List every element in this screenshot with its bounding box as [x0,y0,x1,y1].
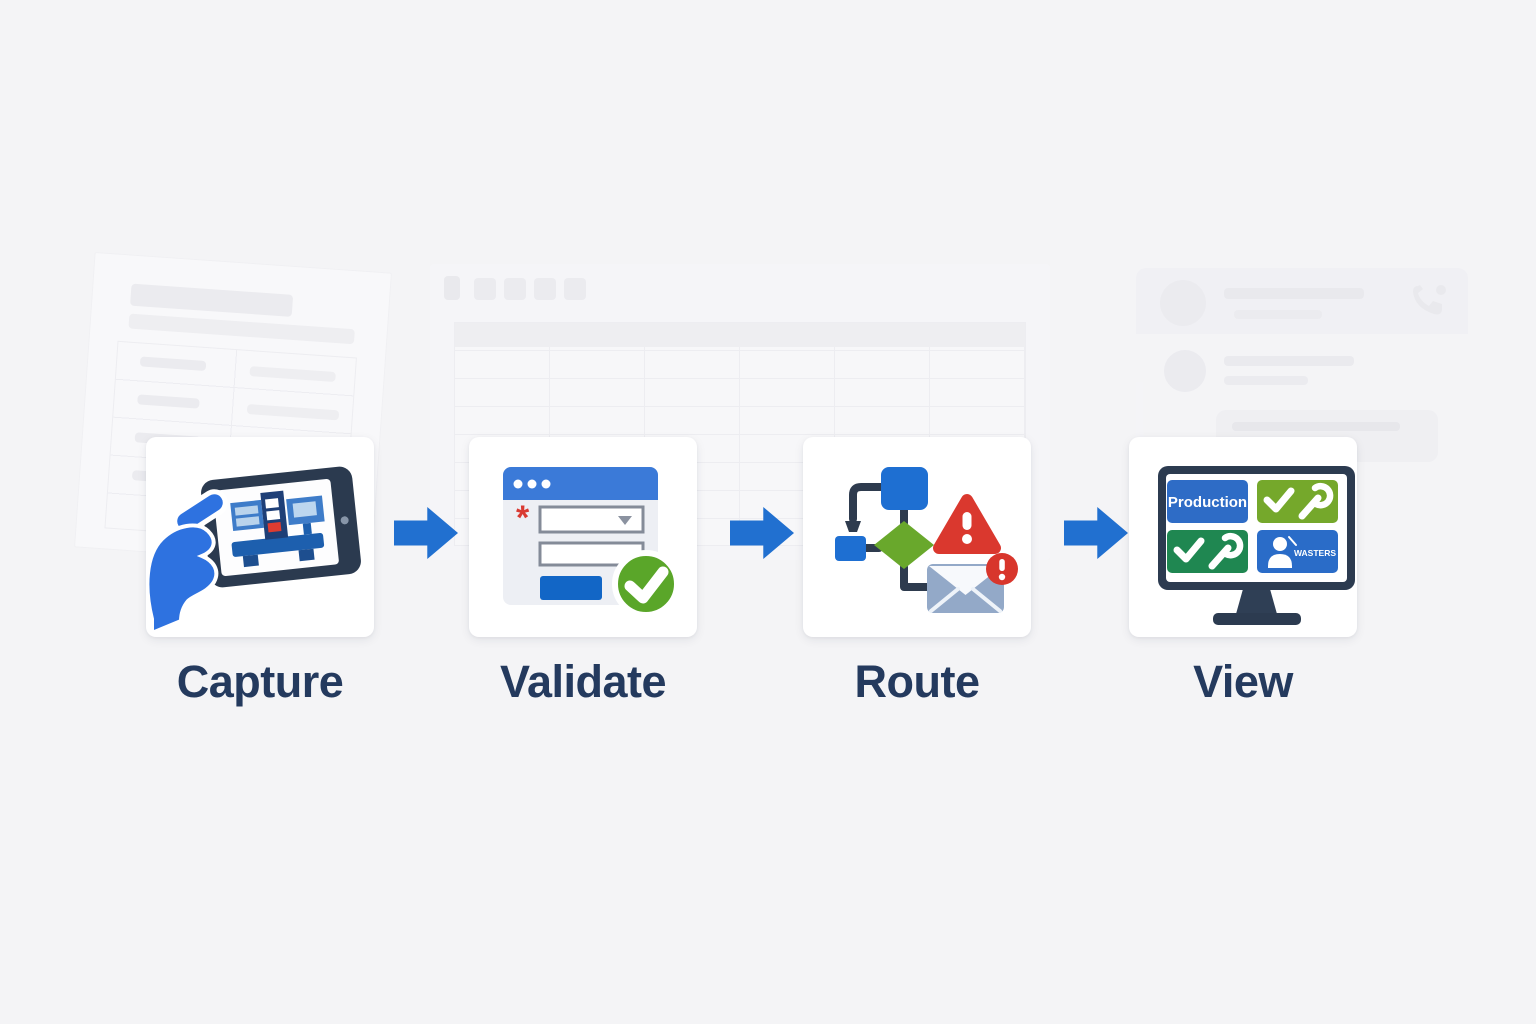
dropdown-field [538,505,645,534]
monitor-base [1213,613,1301,625]
step-label-route: Route [854,656,981,707]
ghost-spreadsheet [430,264,1050,560]
view-card: Production [1129,437,1357,637]
warning-triangle-icon [933,494,1001,554]
flow-node-icon [881,467,928,510]
dashboard-tile-status-2 [1167,530,1248,573]
chevron-down-icon [618,516,632,525]
check-icon [1263,487,1295,513]
alert-badge-icon [986,553,1018,585]
phone-icon [1413,285,1446,315]
route-card [803,437,1031,637]
step-label-validate: Validate [499,656,667,707]
hand-icon [146,489,228,636]
step-validate: * Validate [469,437,697,707]
required-asterisk: * [516,499,530,537]
check-icon [1173,537,1205,563]
validate-card: * [469,437,697,637]
envelope-icon [927,564,1004,613]
flow-diamond-icon [874,521,934,569]
flowchart [849,483,931,591]
flow-node-small-icon [835,536,866,561]
tile-label: Production [1168,494,1247,511]
step-label-capture: Capture [176,656,344,707]
dashboard-tile-production: Production [1167,480,1248,523]
wrench-icon [1298,482,1334,520]
step-label-view: View [1193,656,1293,707]
wrench-icon [1208,532,1244,570]
dashboard-monitor-icon: Production [1158,466,1355,625]
dashboard-tile-status-1 [1257,480,1338,523]
submit-button [540,576,602,600]
monitor-stand [1236,589,1277,614]
step-capture: Capture [146,437,374,707]
pointer-line [1288,536,1297,546]
person-icon [1268,537,1292,568]
tablet-icon [201,466,361,588]
tile-label: WASTERS [1294,548,1336,558]
arrow-right-icon [1064,507,1128,559]
machine-icon [230,490,325,568]
ghost-grid [454,322,1026,546]
step-view: Production [1129,437,1357,707]
tablet-machine-capture-icon [146,466,361,636]
dashboard-tile-users: WASTERS [1257,530,1338,573]
capture-card [146,437,374,637]
ghost-contact-card [1136,268,1468,468]
step-route: Route [803,437,1031,707]
form-validation-icon: * [503,467,680,618]
workflow-routing-icon [835,467,1018,613]
check-badge-icon [612,550,680,618]
connector-foot [845,521,861,532]
